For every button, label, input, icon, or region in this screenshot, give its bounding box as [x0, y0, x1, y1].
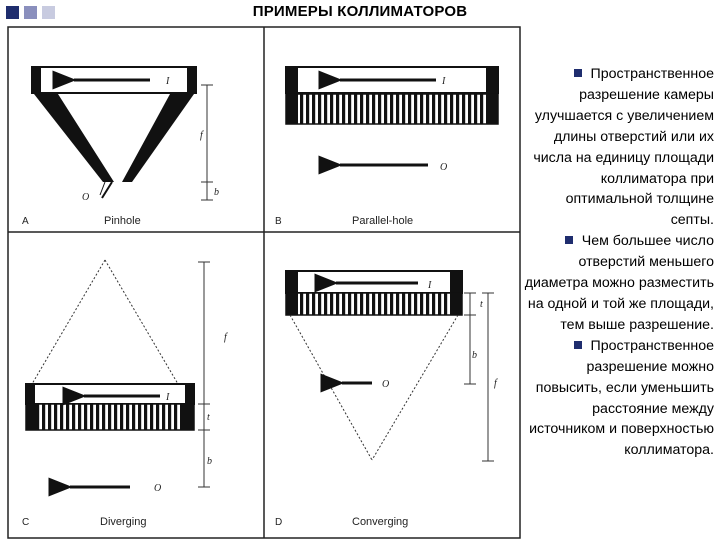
bullet-text: Пространственное разрешение можно повыси… [529, 337, 714, 459]
bullet-item-resolution-length: Пространственное разрешение камеры улучш… [520, 64, 714, 231]
bullet-list: Пространственное разрешение камеры улучш… [520, 64, 714, 461]
panel-b-parallel-hole: I O B Parallel-hole [275, 66, 499, 227]
parallel-label-o: O [440, 162, 447, 173]
corner-square-light [42, 6, 55, 19]
corner-square-dark [6, 6, 19, 19]
diverging-label-f: f [224, 332, 228, 343]
pinhole-shield-left [34, 94, 114, 182]
converging-collimator-septa [285, 292, 463, 316]
converging-label-i: I [427, 280, 432, 291]
panel-d-converging: I O t b f D Converging [275, 270, 498, 528]
panel-c-caption: Diverging [100, 516, 146, 528]
bullet-item-hole-count: Чем большее число отверстий меньшего диа… [520, 231, 714, 336]
converging-label-b: b [472, 350, 477, 361]
parallel-collimator-septa [285, 93, 499, 125]
pinhole-label-b: b [214, 187, 219, 198]
pinhole-label-i: I [165, 76, 170, 87]
panel-d-caption: Converging [352, 516, 408, 528]
diverging-ray-right [104, 259, 179, 385]
panel-d-letter: D [275, 517, 282, 528]
pinhole-label-o: O [82, 192, 89, 203]
panel-a-letter: A [22, 216, 29, 227]
pinhole-label-f: f [200, 130, 204, 141]
converging-label-t: t [480, 299, 483, 310]
bullet-square-icon [573, 340, 582, 349]
bullet-square-icon [573, 69, 582, 77]
pinhole-shield-right [122, 94, 194, 182]
panel-a-pinhole: I O f b A Pinhole [22, 66, 219, 227]
panel-c-letter: C [22, 517, 29, 528]
panel-c-diverging: I O f t b C Diverging [22, 259, 228, 528]
converging-ray-right [371, 314, 459, 461]
converging-label-o: O [382, 379, 389, 390]
panel-a-caption: Pinhole [104, 215, 141, 227]
panel-b-letter: B [275, 216, 282, 227]
diverging-collimator-septa [25, 403, 195, 431]
converging-ray-left [289, 314, 373, 461]
converging-label-f: f [494, 378, 498, 389]
bullet-text: Чем большее число отверстий меньшего диа… [524, 233, 714, 333]
diverging-label-t: t [207, 412, 210, 423]
diverging-label-o: O [154, 483, 161, 494]
bullet-text: Пространственное разрешение камеры улучш… [533, 66, 714, 229]
diverging-label-b: b [207, 456, 212, 467]
diverging-label-i: I [165, 392, 170, 403]
slide-title: ПРИМЕРЫ КОЛЛИМАТОРОВ [252, 3, 468, 20]
bullet-square-icon [564, 236, 573, 245]
diverging-ray-left [31, 259, 106, 385]
panel-b-caption: Parallel-hole [352, 215, 413, 227]
corner-square-mid [24, 6, 37, 19]
bullet-item-distance: Пространственное разрешение можно повыси… [520, 336, 714, 461]
parallel-label-i: I [441, 76, 446, 87]
